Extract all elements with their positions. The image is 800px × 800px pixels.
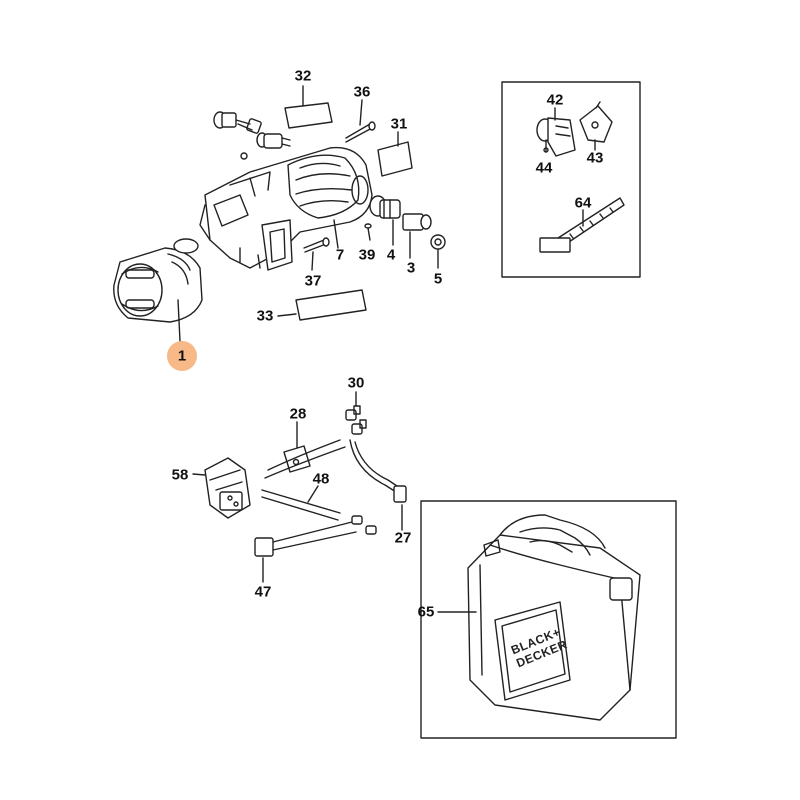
part-48-wires[interactable] (261, 489, 341, 521)
callout-4[interactable]: 4 (386, 246, 396, 264)
leader-line-48 (307, 485, 319, 503)
brush-assembly-top[interactable] (213, 111, 291, 160)
callout-3[interactable]: 3 (406, 259, 416, 277)
part-3-bearing[interactable] (402, 213, 432, 231)
part-32-label[interactable] (284, 102, 333, 129)
inset-frame-switch-parts (501, 81, 641, 278)
callout-48[interactable]: 48 (312, 470, 330, 488)
callout-32[interactable]: 32 (294, 67, 312, 85)
callout-27[interactable]: 27 (394, 529, 412, 547)
part-47-capacitor[interactable] (254, 515, 377, 557)
callout-30[interactable]: 30 (347, 374, 365, 392)
callout-33[interactable]: 33 (256, 307, 274, 325)
part-1-field-coil[interactable] (113, 238, 203, 323)
callout-7[interactable]: 7 (335, 246, 345, 264)
callout-36[interactable]: 36 (353, 83, 371, 101)
part-7-motor-housing[interactable] (199, 146, 373, 271)
callout-64[interactable]: 64 (574, 194, 592, 212)
callout-43[interactable]: 43 (586, 149, 604, 167)
callout-28[interactable]: 28 (289, 405, 307, 423)
part-30-connectors[interactable] (345, 405, 367, 435)
leader-line-58 (192, 473, 206, 476)
callout-31[interactable]: 31 (390, 115, 408, 133)
leader-line-7 (333, 219, 339, 249)
part-27-lead-wire[interactable] (349, 439, 407, 503)
callout-39[interactable]: 39 (358, 246, 376, 264)
leader-line-33 (277, 313, 297, 317)
part-39-screw[interactable] (364, 223, 372, 241)
part-65-carry-case[interactable] (467, 514, 641, 721)
leader-line-37 (311, 251, 314, 271)
callout-1[interactable]: 1 (177, 347, 187, 365)
part-64-cable-tie[interactable] (539, 197, 625, 253)
callout-37[interactable]: 37 (304, 272, 322, 290)
part-31-label[interactable] (377, 141, 413, 177)
part-44-screw[interactable] (543, 139, 549, 153)
callout-44[interactable]: 44 (535, 159, 553, 177)
callout-58[interactable]: 58 (171, 466, 189, 484)
leader-line-1 (177, 299, 181, 342)
callout-5[interactable]: 5 (433, 270, 443, 288)
part-28-terminal[interactable] (264, 439, 346, 479)
inset-frame-carry-case (420, 500, 677, 739)
highlight-marker[interactable] (167, 341, 197, 371)
part-4-bearing[interactable] (369, 195, 401, 219)
part-33-label[interactable] (295, 289, 367, 321)
part-37-screw[interactable] (303, 237, 330, 253)
leader-line-36 (359, 99, 363, 126)
part-36-screw[interactable] (345, 121, 376, 143)
part-43-bracket[interactable] (579, 101, 613, 143)
part-58-switch[interactable] (204, 457, 251, 519)
part-5-cap[interactable] (430, 234, 446, 250)
callout-47[interactable]: 47 (254, 583, 272, 601)
callout-42[interactable]: 42 (546, 91, 564, 109)
callout-65[interactable]: 65 (417, 603, 435, 621)
part-42-switch-assembly[interactable] (536, 117, 576, 157)
